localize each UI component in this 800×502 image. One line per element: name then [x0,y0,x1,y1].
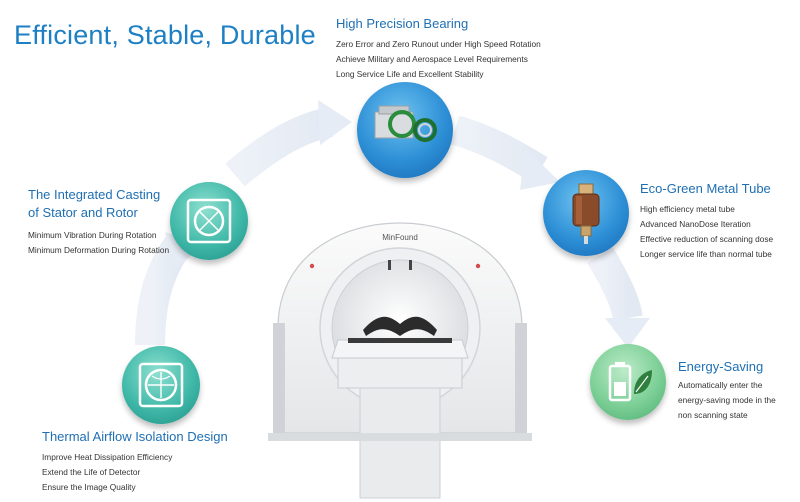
feature-line: Achieve Military and Aerospace Level Req… [336,54,528,64]
feature-line: High efficiency metal tube [640,204,735,214]
feature-line: Automatically enter the [678,380,763,390]
feature-casting: The Integrated Casting of Stator and Rot… [28,186,208,258]
brand-label: MinFound [382,233,418,242]
feature-tube: Eco-Green Metal Tube High efficiency met… [640,180,800,262]
feature-line: Ensure the Image Quality [42,482,136,492]
feature-line: Minimum Deformation During Rotation [28,245,170,255]
feature-thermal: Thermal Airflow Isolation Design Improve… [42,428,282,495]
airflow-icon [122,346,200,424]
feature-line: Long Service Life and Excellent Stabilit… [336,69,484,79]
feature-line: Effective reduction of scanning dose [640,234,774,244]
feature-line: Zero Error and Zero Runout under High Sp… [336,39,541,49]
feature-title: High Precision Bearing [336,16,469,31]
bearing-icon [357,82,453,178]
page-title: Efficient, Stable, Durable [14,20,316,50]
feature-line: Longer service life than normal tube [640,249,772,259]
feature-energy: Energy-Saving Automatically enter the en… [678,358,798,423]
metal-tube-icon [543,170,629,256]
casting-icon [170,182,248,260]
feature-line: Minimum Vibration During Rotation [28,230,157,240]
feature-line: Extend the Life of Detector [42,467,141,477]
feature-title-line: The Integrated Casting [28,187,161,202]
feature-title-line: of Stator and Rotor [28,205,138,220]
feature-bearing: High Precision Bearing Zero Error and Ze… [336,15,596,82]
feature-title: Thermal Airflow Isolation Design [42,429,228,444]
ct-scanner-image: MinFound [268,222,532,499]
feature-line: non scanning state [678,410,748,420]
feature-title: Energy-Saving [678,359,764,374]
feature-line: Improve Heat Dissipation Efficiency [42,452,173,462]
feature-line: Advanced NanoDose Iteration [640,219,751,229]
battery-leaf-icon [590,344,666,420]
feature-title: Eco-Green Metal Tube [640,181,771,196]
feature-line: energy-saving mode in the [678,395,776,405]
